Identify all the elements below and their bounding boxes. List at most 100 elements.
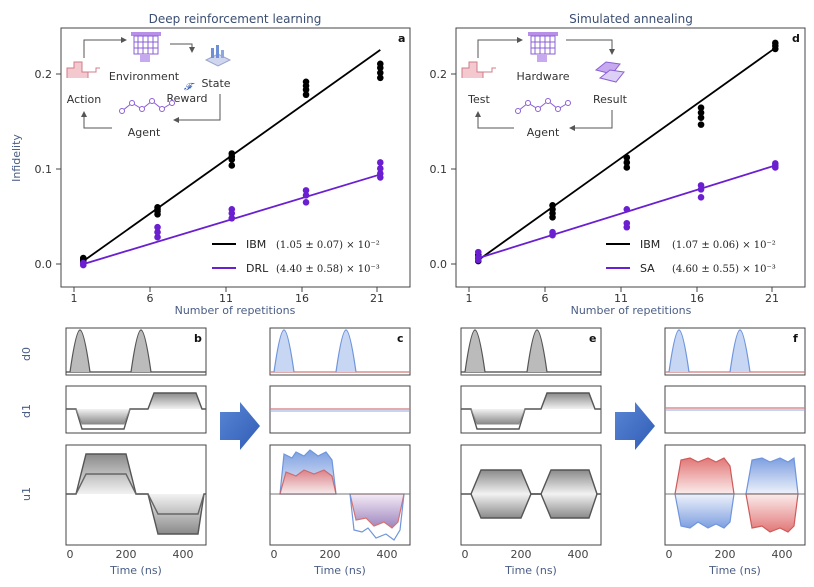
state-icon (204, 45, 232, 67)
data-point-drl (376, 165, 384, 172)
svg-text:200: 200 (715, 548, 736, 561)
result-icon (594, 61, 625, 83)
data-point-sa (474, 248, 482, 256)
legend-drl-value: (4.40 ± 0.58) × 10⁻³ (276, 264, 380, 275)
svg-text:200: 200 (511, 548, 532, 561)
pulse-b-xlabel: Time (ns) (109, 564, 162, 577)
data-point-ibm (302, 91, 310, 99)
chart-d-frame (455, 27, 806, 288)
chart-d-xlabel: Number of repetitions (571, 304, 692, 317)
pulse-e-xlabel: Time (ns) (504, 564, 557, 577)
data-point-sa (697, 194, 705, 201)
chart-a: Deep reinforcement learning a Infidelity… (10, 12, 411, 317)
action-icon (66, 61, 100, 78)
pulse-panel-c: c 0 200 400 Time (ns) (269, 327, 411, 577)
chart-a-legend: IBM (1.05 ± 0.07) × 10⁻² DRL (4.40 ± 0.5… (212, 238, 380, 275)
chart-d-title: Simulated annealing (569, 12, 693, 26)
panel-label-a: a (398, 32, 405, 45)
legend-ibm-d-value: (1.07 ± 0.06) × 10⁻² (672, 240, 776, 251)
data-point-drl (154, 223, 161, 231)
chart-a-xtick: 1 (71, 292, 78, 305)
data-point-drl (376, 170, 384, 177)
chart-d-xtick: 21 (765, 292, 779, 305)
pulse-b-xticks: 0 200 400 (67, 548, 194, 561)
data-point-ibm (376, 69, 384, 77)
data-point-drl (154, 228, 161, 236)
fit-line-ibm (477, 47, 776, 261)
legend-drl: DRL (246, 262, 269, 275)
channel-label-d1: d1 (20, 404, 33, 418)
chart-d-ytick: 0.1 (430, 163, 448, 176)
legend-ibm-d: IBM (640, 238, 660, 251)
pulse-c-xlabel: Time (ns) (313, 564, 366, 577)
data-point-drl (228, 214, 236, 222)
inset-label-reward: Reward (167, 92, 208, 105)
sa-schematic: Hardware Test Result Agent (461, 32, 628, 139)
inset-label-result: Result (593, 93, 628, 106)
inset-label-agent-sa: Agent (527, 126, 560, 139)
chart-a-frame (60, 27, 411, 288)
chart-d-legend: IBM (1.07 ± 0.06) × 10⁻² SA (4.60 ± 0.55… (606, 238, 776, 275)
chart-d-xticks: 1 6 11 16 21 (466, 287, 779, 305)
data-point-ibm (228, 162, 236, 169)
chart-d: Simulated annealing d Number of repetiti… (430, 12, 806, 317)
chart-a-title: Deep reinforcement learning (149, 12, 322, 26)
chart-a-ylabel: Infidelity (10, 134, 23, 182)
hardware-icon (528, 32, 558, 62)
data-point-ibm (79, 254, 87, 262)
svg-text:0: 0 (462, 548, 469, 561)
data-point-sa (549, 228, 556, 236)
svg-text:0: 0 (271, 548, 278, 561)
chart-d-ytick: 0.2 (430, 68, 448, 81)
data-point-ibm (549, 202, 556, 209)
inset-label-hardware: Hardware (516, 70, 569, 83)
svg-text:𝓕: 𝓕 (184, 82, 195, 93)
svg-text:0: 0 (666, 548, 673, 561)
svg-text:400: 400 (568, 548, 589, 561)
chart-d-xtick: 1 (466, 292, 473, 305)
data-point-sa (771, 160, 779, 167)
data-point-ibm (228, 150, 236, 157)
environment-icon (131, 32, 161, 62)
test-icon (461, 61, 496, 78)
pulse-c-xticks: 0 200 400 (271, 548, 398, 561)
chart-d-xtick: 6 (542, 292, 549, 305)
channel-label-u1: u1 (20, 487, 33, 501)
inset-label-test: Test (467, 93, 490, 106)
chart-a-ytick: 0.1 (35, 163, 53, 176)
legend-ibm-a: IBM (246, 238, 266, 251)
inset-label-action: Action (67, 93, 101, 106)
chart-a-ytick: 0.2 (35, 68, 53, 81)
pulse-f-xlabel: Time (ns) (708, 564, 761, 577)
chart-d-yticks: 0.0 0.1 0.2 (430, 68, 456, 271)
chart-d-marks (474, 39, 779, 265)
svg-text:200: 200 (116, 548, 137, 561)
data-point-ibm (623, 159, 631, 166)
data-point-ibm (771, 39, 779, 47)
data-point-sa (697, 182, 705, 189)
chart-a-xtick: 21 (370, 292, 384, 305)
panel-label-b: b (194, 332, 202, 345)
data-point-ibm (376, 60, 384, 68)
chart-a-ytick: 0.0 (35, 258, 53, 271)
data-point-drl (228, 206, 236, 213)
data-point-ibm (154, 204, 161, 211)
data-point-drl (302, 199, 310, 206)
data-point-drl (302, 192, 310, 199)
chart-d-xtick: 16 (690, 292, 704, 305)
channel-label-d0: d0 (20, 347, 33, 361)
drl-schematic: Environment State Action 𝓕 Reward Agent (66, 32, 232, 139)
pulse-panel-e: e 0 200 400 Time (ns) (460, 327, 602, 577)
pulse-e-xticks: 0 200 400 (462, 548, 589, 561)
agent-network-icon (119, 98, 175, 114)
data-point-drl (376, 159, 384, 166)
data-point-ibm (623, 154, 631, 161)
data-point-ibm (697, 114, 705, 121)
chart-a-xtick: 16 (295, 292, 309, 305)
panel-label-e: e (589, 332, 596, 345)
data-point-drl (79, 259, 87, 267)
chart-a-xtick: 11 (219, 292, 233, 305)
pulse-f-xticks: 0 200 400 (666, 548, 793, 561)
pulse-panel-f: f 0 200 400 Time (ns) (664, 327, 806, 577)
pulse-panel-b: b 0 200 400 Time (ns) (65, 327, 207, 577)
